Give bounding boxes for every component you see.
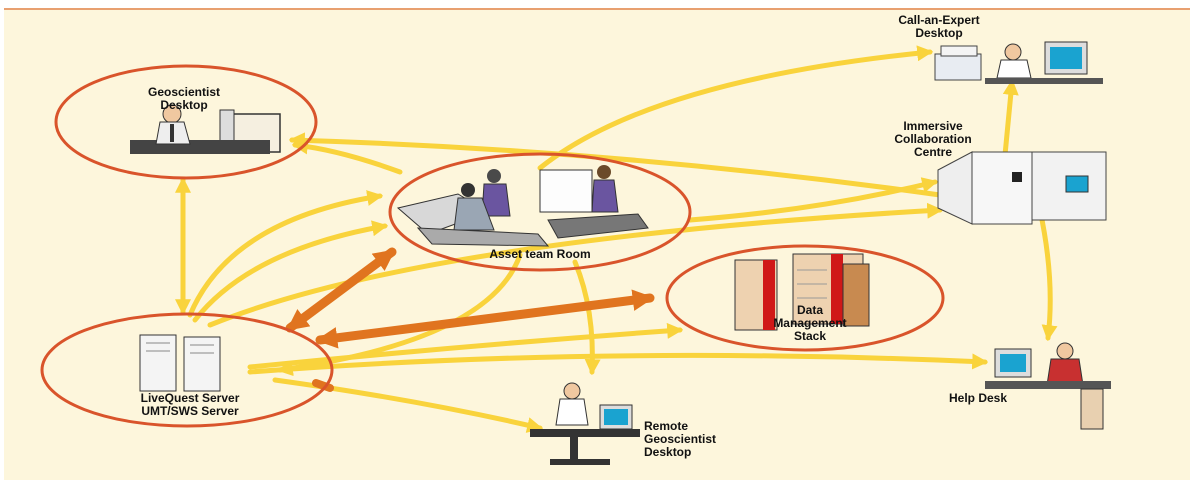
person-at-desk-icon-helpdesk (985, 342, 1111, 430)
server-tower-icon (139, 334, 221, 392)
person-at-desk-icon (130, 104, 281, 154)
person-at-desk-icon-expert (934, 41, 1103, 84)
storage-rack-icon (734, 253, 870, 331)
label-help-desk: Help Desk (928, 392, 1028, 405)
ellipse-geoscientist (54, 64, 318, 180)
arrow-cave-to-helpdesk (1037, 207, 1058, 342)
label-line: Geoscientist (147, 85, 221, 99)
label-asset-team-room: Asset team Room (470, 248, 610, 261)
person-at-desk-icon-remote (530, 382, 640, 465)
arrow-livequest-to-asset (187, 190, 384, 318)
label-livequest-server: LiveQuest Server UMT/SWS Server (110, 392, 270, 418)
label-line: Immersive (903, 119, 963, 133)
arrow-livequest-to-cave (207, 202, 944, 328)
ellipse-data-management (665, 244, 945, 352)
arrow-cave-to-geo (288, 132, 943, 198)
arrow-cave-to-expert (1002, 78, 1019, 158)
label-line: Management (773, 316, 847, 330)
label-line: Centre (913, 145, 952, 159)
label-line: Desktop (644, 445, 692, 459)
label-data-management: Data Management Stack (740, 304, 880, 343)
orange-connections (285, 247, 655, 392)
label-line: Collaboration (894, 132, 972, 146)
label-line: Remote (644, 419, 689, 433)
ellipse-asset-room (388, 152, 692, 272)
arrow-asset-to-cave (687, 177, 939, 223)
label-call-an-expert: Call-an-Expert Desktop (874, 14, 1004, 40)
arrow-livequest-to-remote (272, 377, 544, 433)
background-panel (4, 10, 1190, 480)
arrow-livequest-to-asset-lower (192, 220, 389, 323)
label-line: Help Desk (948, 391, 1008, 405)
label-line: Stack (793, 329, 827, 343)
label-line: LiveQuest Server (140, 391, 240, 405)
meeting-room-icon (396, 165, 649, 247)
label-geoscientist-desktop: Geoscientist Desktop (124, 86, 244, 112)
label-line: UMT/SWS Server (141, 404, 239, 418)
arrow-livequest-to-helpdesk (247, 352, 989, 375)
immersive-display-icon (937, 151, 1107, 225)
label-remote-desktop: Remote Geoscientist Desktop (644, 420, 754, 459)
ellipse-livequest (40, 312, 334, 428)
label-line: Data (796, 303, 823, 317)
label-line: Desktop (915, 26, 963, 40)
arrow-livequest-remote-orange (312, 379, 334, 392)
label-immersive-centre: Immersive Collaboration Centre (868, 120, 998, 159)
label-line: Asset team Room (489, 247, 591, 261)
arrow-asset-to-expert (537, 45, 934, 171)
label-line: Geoscientist (644, 432, 717, 446)
label-line: Call-an-Expert (898, 13, 980, 27)
label-line: Desktop (160, 98, 208, 112)
arrow-livequest-datamgmt-orange (315, 289, 655, 349)
